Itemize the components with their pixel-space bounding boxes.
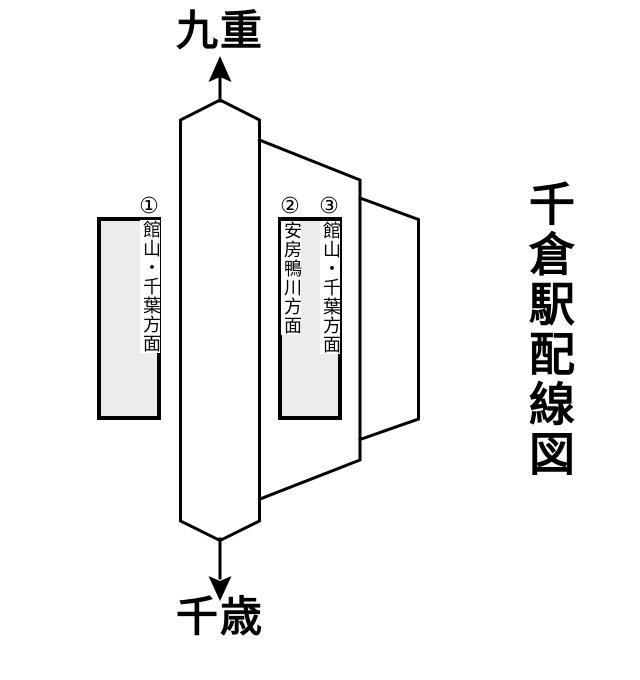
north-arrow-icon (208, 56, 232, 82)
south-arrow-icon (208, 576, 232, 601)
platform-3-direction-label: 館山・千葉方面 (320, 221, 341, 354)
main-line-right-track (217, 97, 261, 543)
platform-2-direction-label: 安房鴨川方面 (281, 221, 302, 335)
platform-3-track (257, 138, 362, 501)
main-line-left-track (179, 97, 223, 543)
adjacent-station-up-label: 九重 (175, 6, 264, 55)
platform-3-number: ③ (319, 194, 339, 219)
platform-1-direction-label: 館山・千葉方面 (140, 220, 161, 353)
siding-track (358, 196, 420, 442)
diagram-title: 千倉駅配線図 (522, 180, 576, 480)
platform-2-number: ② (280, 194, 300, 219)
platform-1-number: ① (139, 194, 159, 219)
adjacent-station-down-label: 千歳 (175, 592, 264, 641)
